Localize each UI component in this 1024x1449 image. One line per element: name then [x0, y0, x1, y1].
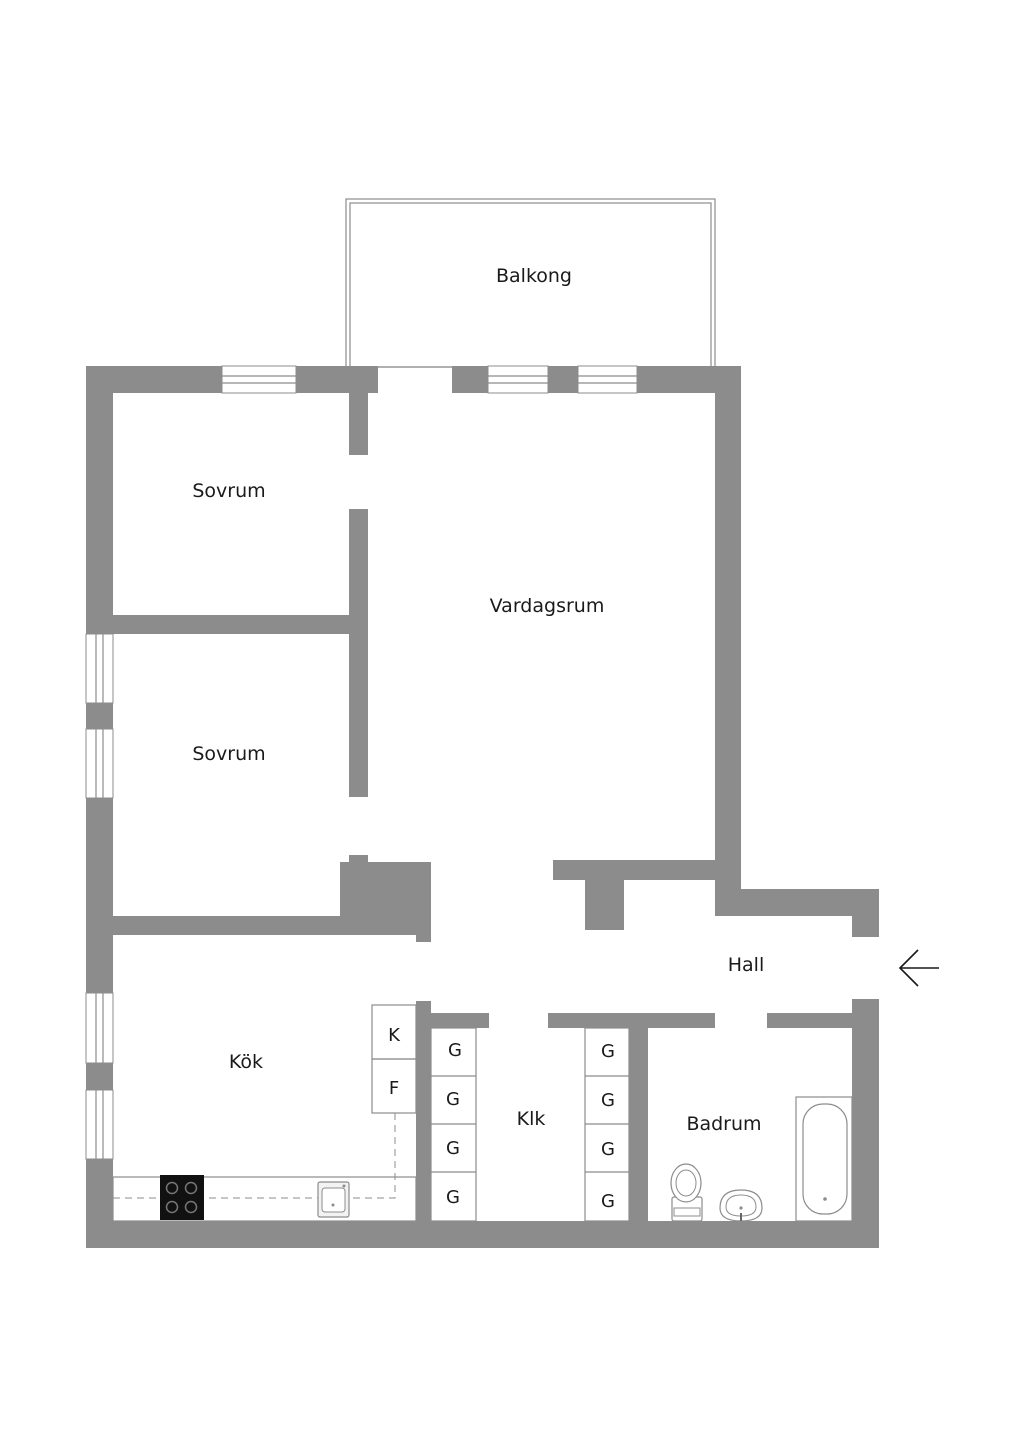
- room-label-bedroom-1: Sovrum: [192, 480, 265, 502]
- outer-walls: [86, 366, 879, 1248]
- stove-icon: [160, 1175, 204, 1220]
- interior-walls: [113, 393, 852, 1221]
- wardrobes-right: G G G G: [584, 1027, 630, 1222]
- room-label-living-room: Vardagsrum: [490, 595, 605, 617]
- kitchen-counter: [112, 1176, 417, 1222]
- wardrobe-label: G: [601, 1041, 615, 1062]
- freezer-label: F: [389, 1078, 399, 1099]
- wardrobe-label: G: [601, 1139, 615, 1160]
- wardrobe-label: G: [448, 1040, 462, 1061]
- wardrobe-label: G: [446, 1187, 460, 1208]
- wardrobe-label: G: [601, 1191, 615, 1212]
- wardrobe-label: G: [446, 1089, 460, 1110]
- room-label-hall: Hall: [728, 954, 765, 976]
- toilet-icon: [670, 1163, 703, 1222]
- room-label-kitchen: Kök: [229, 1051, 263, 1073]
- room-label-bathroom: Badrum: [686, 1113, 761, 1135]
- wardrobe-label: G: [601, 1090, 615, 1111]
- kitchen-fixtures: K F: [112, 1004, 417, 1222]
- fridge-label: K: [388, 1025, 401, 1046]
- sink-icon: [317, 1181, 350, 1218]
- room-label-closet: Klk: [517, 1108, 546, 1130]
- bathtub-icon: [795, 1096, 853, 1222]
- window-left-2: [85, 728, 114, 799]
- windows: [85, 365, 638, 1160]
- wardrobe-label: G: [446, 1138, 460, 1159]
- window-left-4: [85, 1089, 114, 1160]
- arrow-left-icon: [898, 949, 939, 987]
- freezer: [371, 1058, 417, 1114]
- window-left-3: [85, 992, 114, 1064]
- room-label-balcony: Balkong: [496, 265, 572, 287]
- window-top-left: [221, 365, 297, 394]
- window-top-right-1: [487, 365, 549, 394]
- window-left-1: [85, 633, 114, 704]
- wardrobes-left: G G G G: [430, 1027, 477, 1222]
- window-top-right-2: [577, 365, 638, 394]
- room-label-bedroom-2: Sovrum: [192, 743, 265, 765]
- washbasin-icon: [719, 1189, 763, 1222]
- counter-dashed-line: [113, 1113, 396, 1199]
